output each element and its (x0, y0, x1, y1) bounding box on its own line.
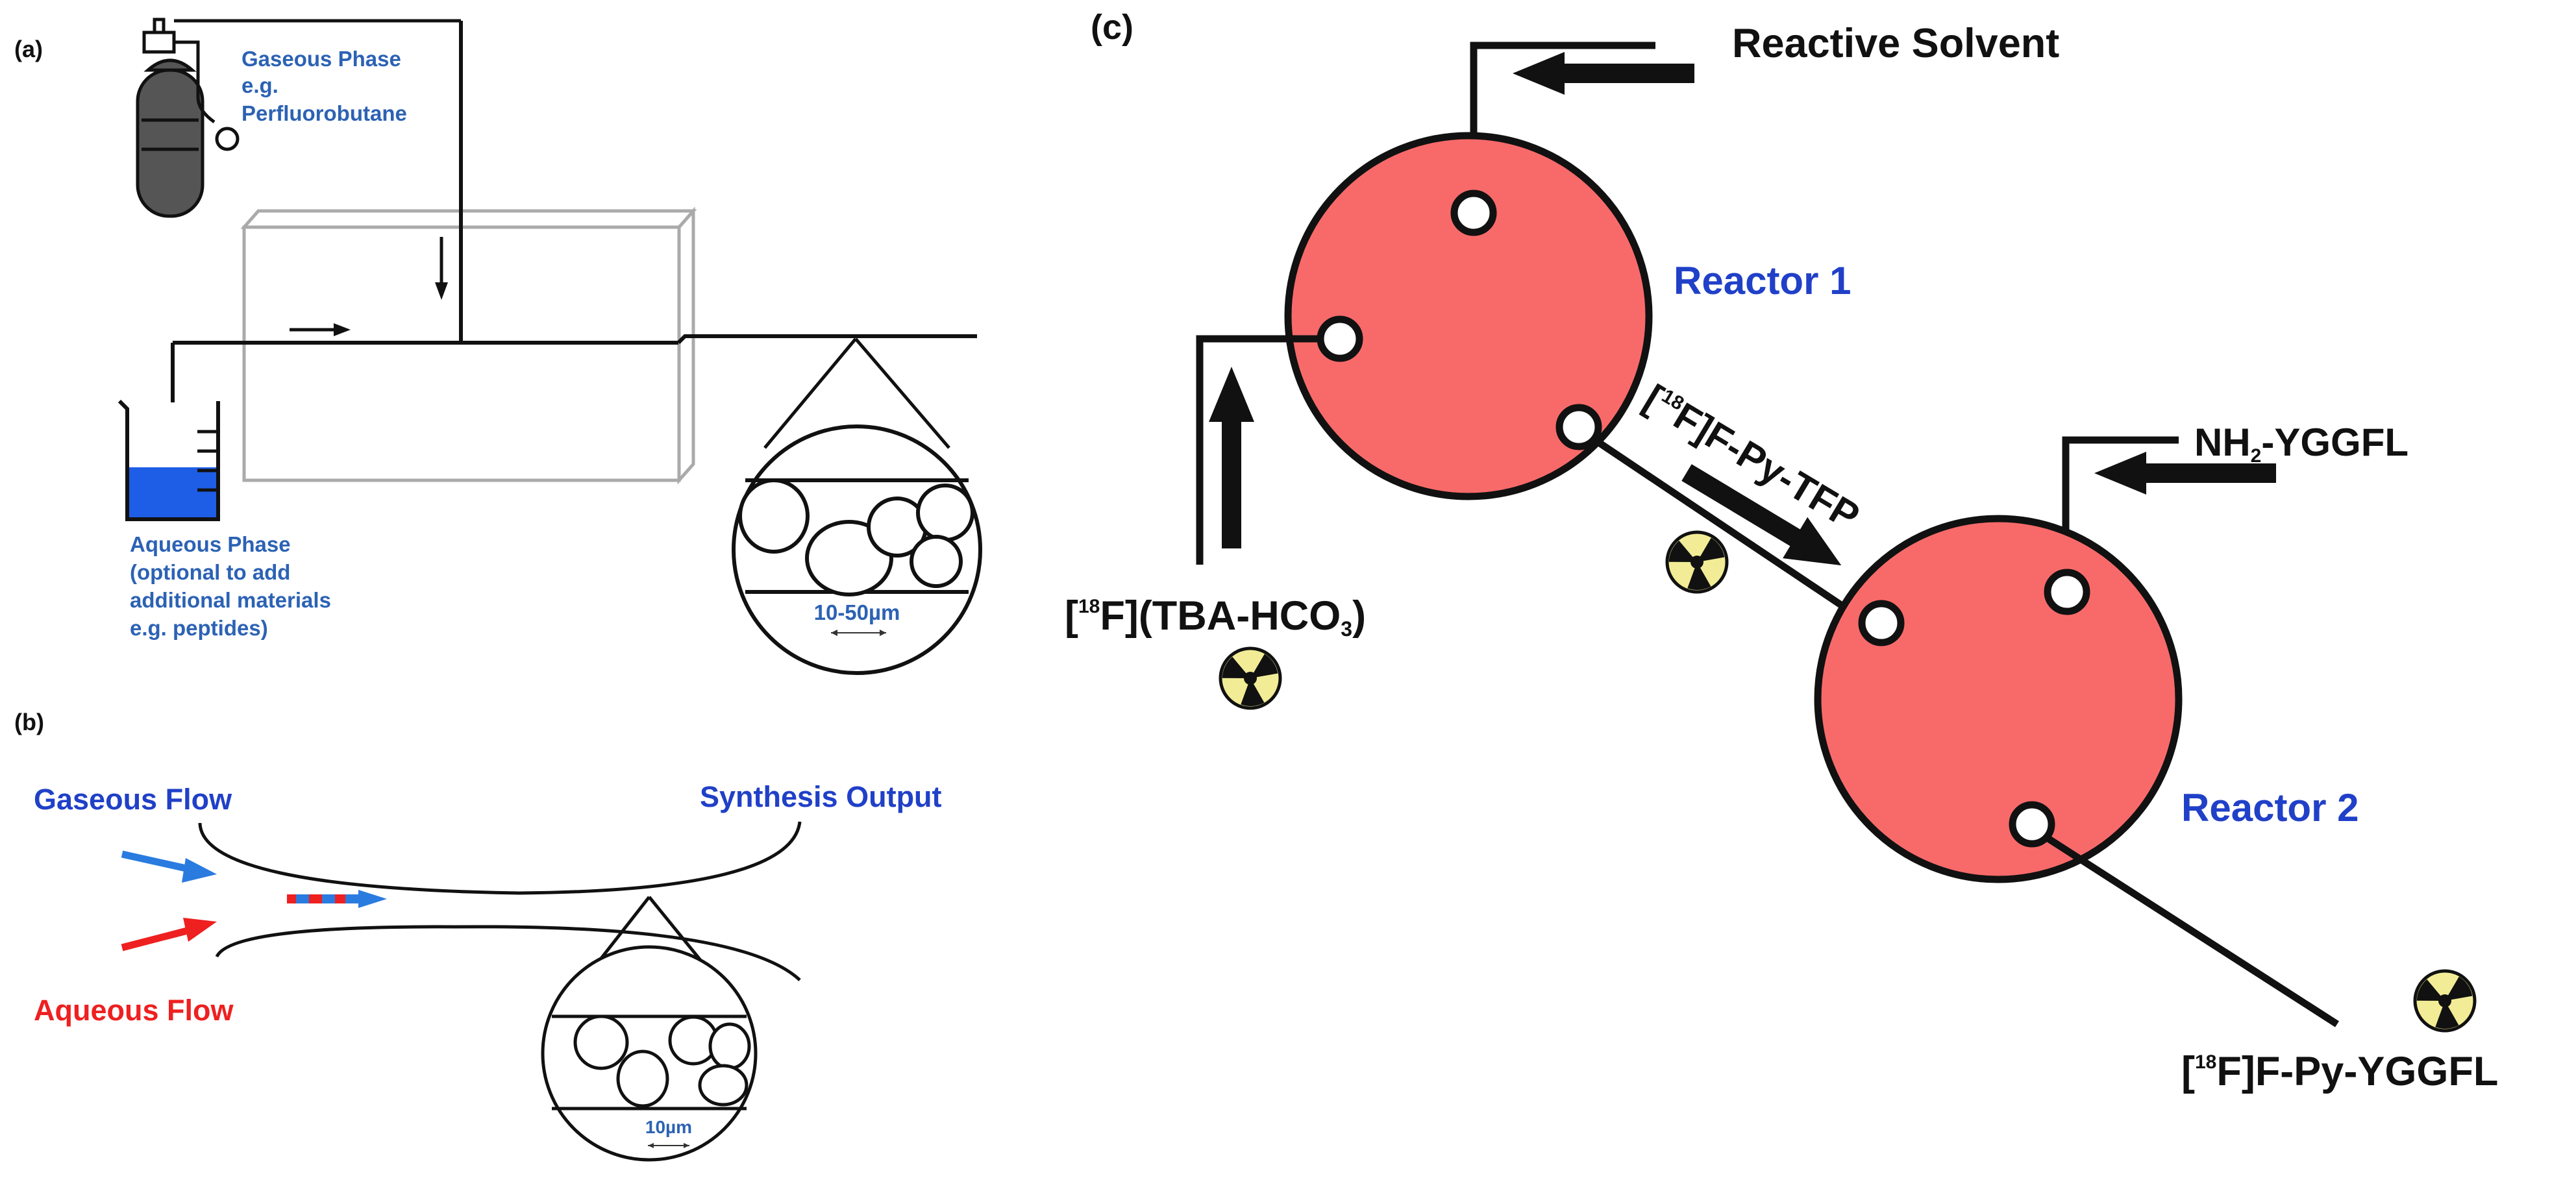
reactor-1-label: Reactor 1 (1674, 259, 1851, 302)
solvent-arrow-icon (1513, 52, 1694, 95)
svg-text:Gaseous Phase: Gaseous Phase (242, 47, 401, 71)
flow-channel (198, 821, 802, 981)
panel-b-label: (b) (14, 709, 44, 735)
panel-b: (b) Gaseous Flow Aqueous Flow Synthesis … (14, 709, 942, 1162)
reactive-solvent-label: Reactive Solvent (1732, 21, 2059, 66)
transfer-arrow-icon (1681, 464, 1842, 566)
magnifier-a: 10-50µm (732, 337, 982, 675)
scale-label-a: 10-50µm (814, 600, 900, 624)
radiation-icon (1663, 532, 1727, 596)
magnifier-b: 10µm (541, 896, 758, 1162)
synthesis-output-label: Synthesis Output (700, 780, 942, 813)
panel-a-label: (a) (14, 36, 43, 62)
beaker-icon (118, 343, 220, 521)
gaseous-flow-label: Gaseous Flow (34, 783, 232, 816)
reactor-1-port-out (1555, 404, 1602, 450)
svg-text:e.g.: e.g. (242, 73, 279, 97)
scale-label-b: 10µm (645, 1117, 692, 1137)
right-arrow-icon (290, 323, 351, 336)
reactor-2 (1814, 515, 2183, 883)
output-channel (676, 334, 977, 345)
svg-text:Perfluorobutane: Perfluorobutane (242, 101, 407, 125)
svg-text:(optional to add: (optional to add (130, 560, 290, 584)
reactor-2-port-out (2009, 801, 2055, 848)
bubbles-icon (573, 1014, 751, 1108)
peptide-arrow-icon (2094, 452, 2276, 495)
panel-a: (a) Gaseous Phase e.g. Perfluorobutane (14, 18, 982, 675)
peptide-label: NH2-YGGFL (2194, 421, 2409, 467)
gas-cylinder-icon (136, 18, 461, 218)
panel-c-label: (c) (1091, 8, 1133, 47)
radiation-icon (2410, 971, 2475, 1035)
product-label: [18F]F-Py-YGGFL (2181, 1049, 2498, 1094)
svg-text:Aqueous Phase: Aqueous Phase (130, 532, 291, 556)
reactor-2-port-top (2044, 569, 2090, 615)
bubbles-icon (738, 478, 974, 596)
down-arrow-icon (435, 237, 448, 300)
transfer-line (1594, 438, 1866, 623)
radiation-icon (1216, 648, 1280, 712)
input-reagent-label: [18F](TBA-HCO3) (1065, 593, 1366, 641)
reactor-2-label: Reactor 2 (2181, 786, 2359, 829)
chip-box (240, 206, 697, 485)
product-line (2046, 835, 2339, 1027)
aqueous-flow-arrow-icon (121, 918, 217, 951)
gas-flow-arrow-icon (121, 850, 217, 883)
panel-c: (c) Reactive Solvent Reactor 1 [18F](TBA… (1065, 8, 2498, 1094)
reactor-2-port-in (1858, 600, 1905, 646)
reactor-1-port-left (1317, 315, 1363, 362)
aqueous-flow-label: Aqueous Flow (34, 994, 234, 1027)
aqueous-phase-label: Aqueous Phase (optional to add additiona… (130, 532, 331, 640)
mixed-flow-arrow-icon (287, 890, 387, 908)
input-arrow-icon (1209, 367, 1254, 548)
reactor-1-port-top (1450, 190, 1497, 236)
gas-phase-label: Gaseous Phase e.g. Perfluorobutane (242, 47, 407, 125)
svg-text:additional materials: additional materials (130, 588, 331, 612)
input-line (1196, 335, 1320, 565)
svg-text:e.g. peptides): e.g. peptides) (130, 616, 268, 640)
reactor-1 (1284, 132, 1653, 500)
